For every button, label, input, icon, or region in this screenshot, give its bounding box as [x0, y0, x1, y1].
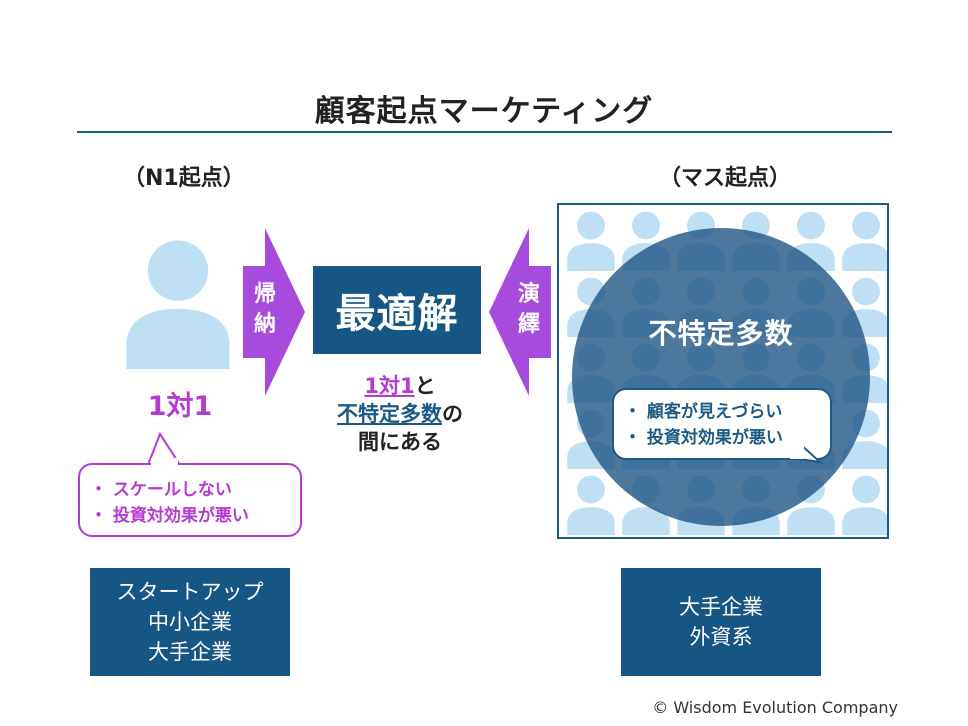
- crowd-person-icon: [842, 475, 887, 535]
- bubble-left-tail-cover: [151, 458, 178, 466]
- crowd-person-icon: [567, 475, 615, 535]
- page-title: 顧客起点マーケティング: [314, 94, 654, 129]
- bubble-left-tail: [147, 432, 181, 466]
- mass-circle: [572, 228, 870, 526]
- copyright: © Wisdom Evolution Company: [652, 698, 898, 717]
- mass-label: 不特定多数: [648, 317, 794, 350]
- n1-issue-item: ・ スケールしない: [90, 480, 232, 500]
- center-particle: と: [414, 374, 436, 398]
- segment-item: 大手企業: [679, 595, 763, 619]
- deduction-char: 演: [517, 282, 540, 307]
- mass-issue-item: ・ 顧客が見えづらい: [624, 402, 783, 422]
- mass-segments-box: 大手企業 外資系: [621, 568, 821, 676]
- one-on-one-label: 1対1: [147, 391, 213, 422]
- induction-char: 帰: [253, 282, 276, 307]
- segment-item: 中小企業: [148, 610, 232, 634]
- segment-item: スタートアップ: [116, 580, 264, 604]
- center-explanation: 1対1と 不特定多数の 間にある: [300, 372, 500, 456]
- highlight-mass: 不特定多数: [337, 402, 442, 426]
- deduction-arrow: 演 繹: [489, 228, 551, 396]
- induction-char: 納: [253, 312, 276, 337]
- title-underline: [77, 131, 892, 133]
- center-line3: 間にある: [358, 430, 442, 454]
- segment-item: 大手企業: [148, 640, 232, 664]
- highlight-one-on-one: 1対1: [364, 374, 415, 398]
- deduction-char: 繹: [517, 312, 540, 337]
- crowd-person-icon: [567, 211, 615, 271]
- induction-arrow: 帰 納: [243, 228, 305, 396]
- n1-issues-bubble: ・ スケールしない ・ 投資対効果が悪い: [78, 463, 302, 537]
- bubble-right-tail: [790, 440, 824, 464]
- optimal-solution-box: 最適解: [313, 266, 481, 354]
- n1-segments-box: スタートアップ 中小企業 大手企業: [90, 568, 290, 676]
- crowd-person-icon: [842, 211, 887, 271]
- center-particle: の: [442, 402, 463, 426]
- n1-section-label: （N1起点）: [123, 166, 245, 191]
- n1-issue-item: ・ 投資対効果が悪い: [90, 506, 249, 526]
- segment-item: 外資系: [689, 625, 753, 649]
- single-person-icon: [122, 232, 234, 372]
- mass-section-label: （マス起点）: [659, 166, 792, 191]
- mass-issue-item: ・ 投資対効果が悪い: [624, 428, 783, 448]
